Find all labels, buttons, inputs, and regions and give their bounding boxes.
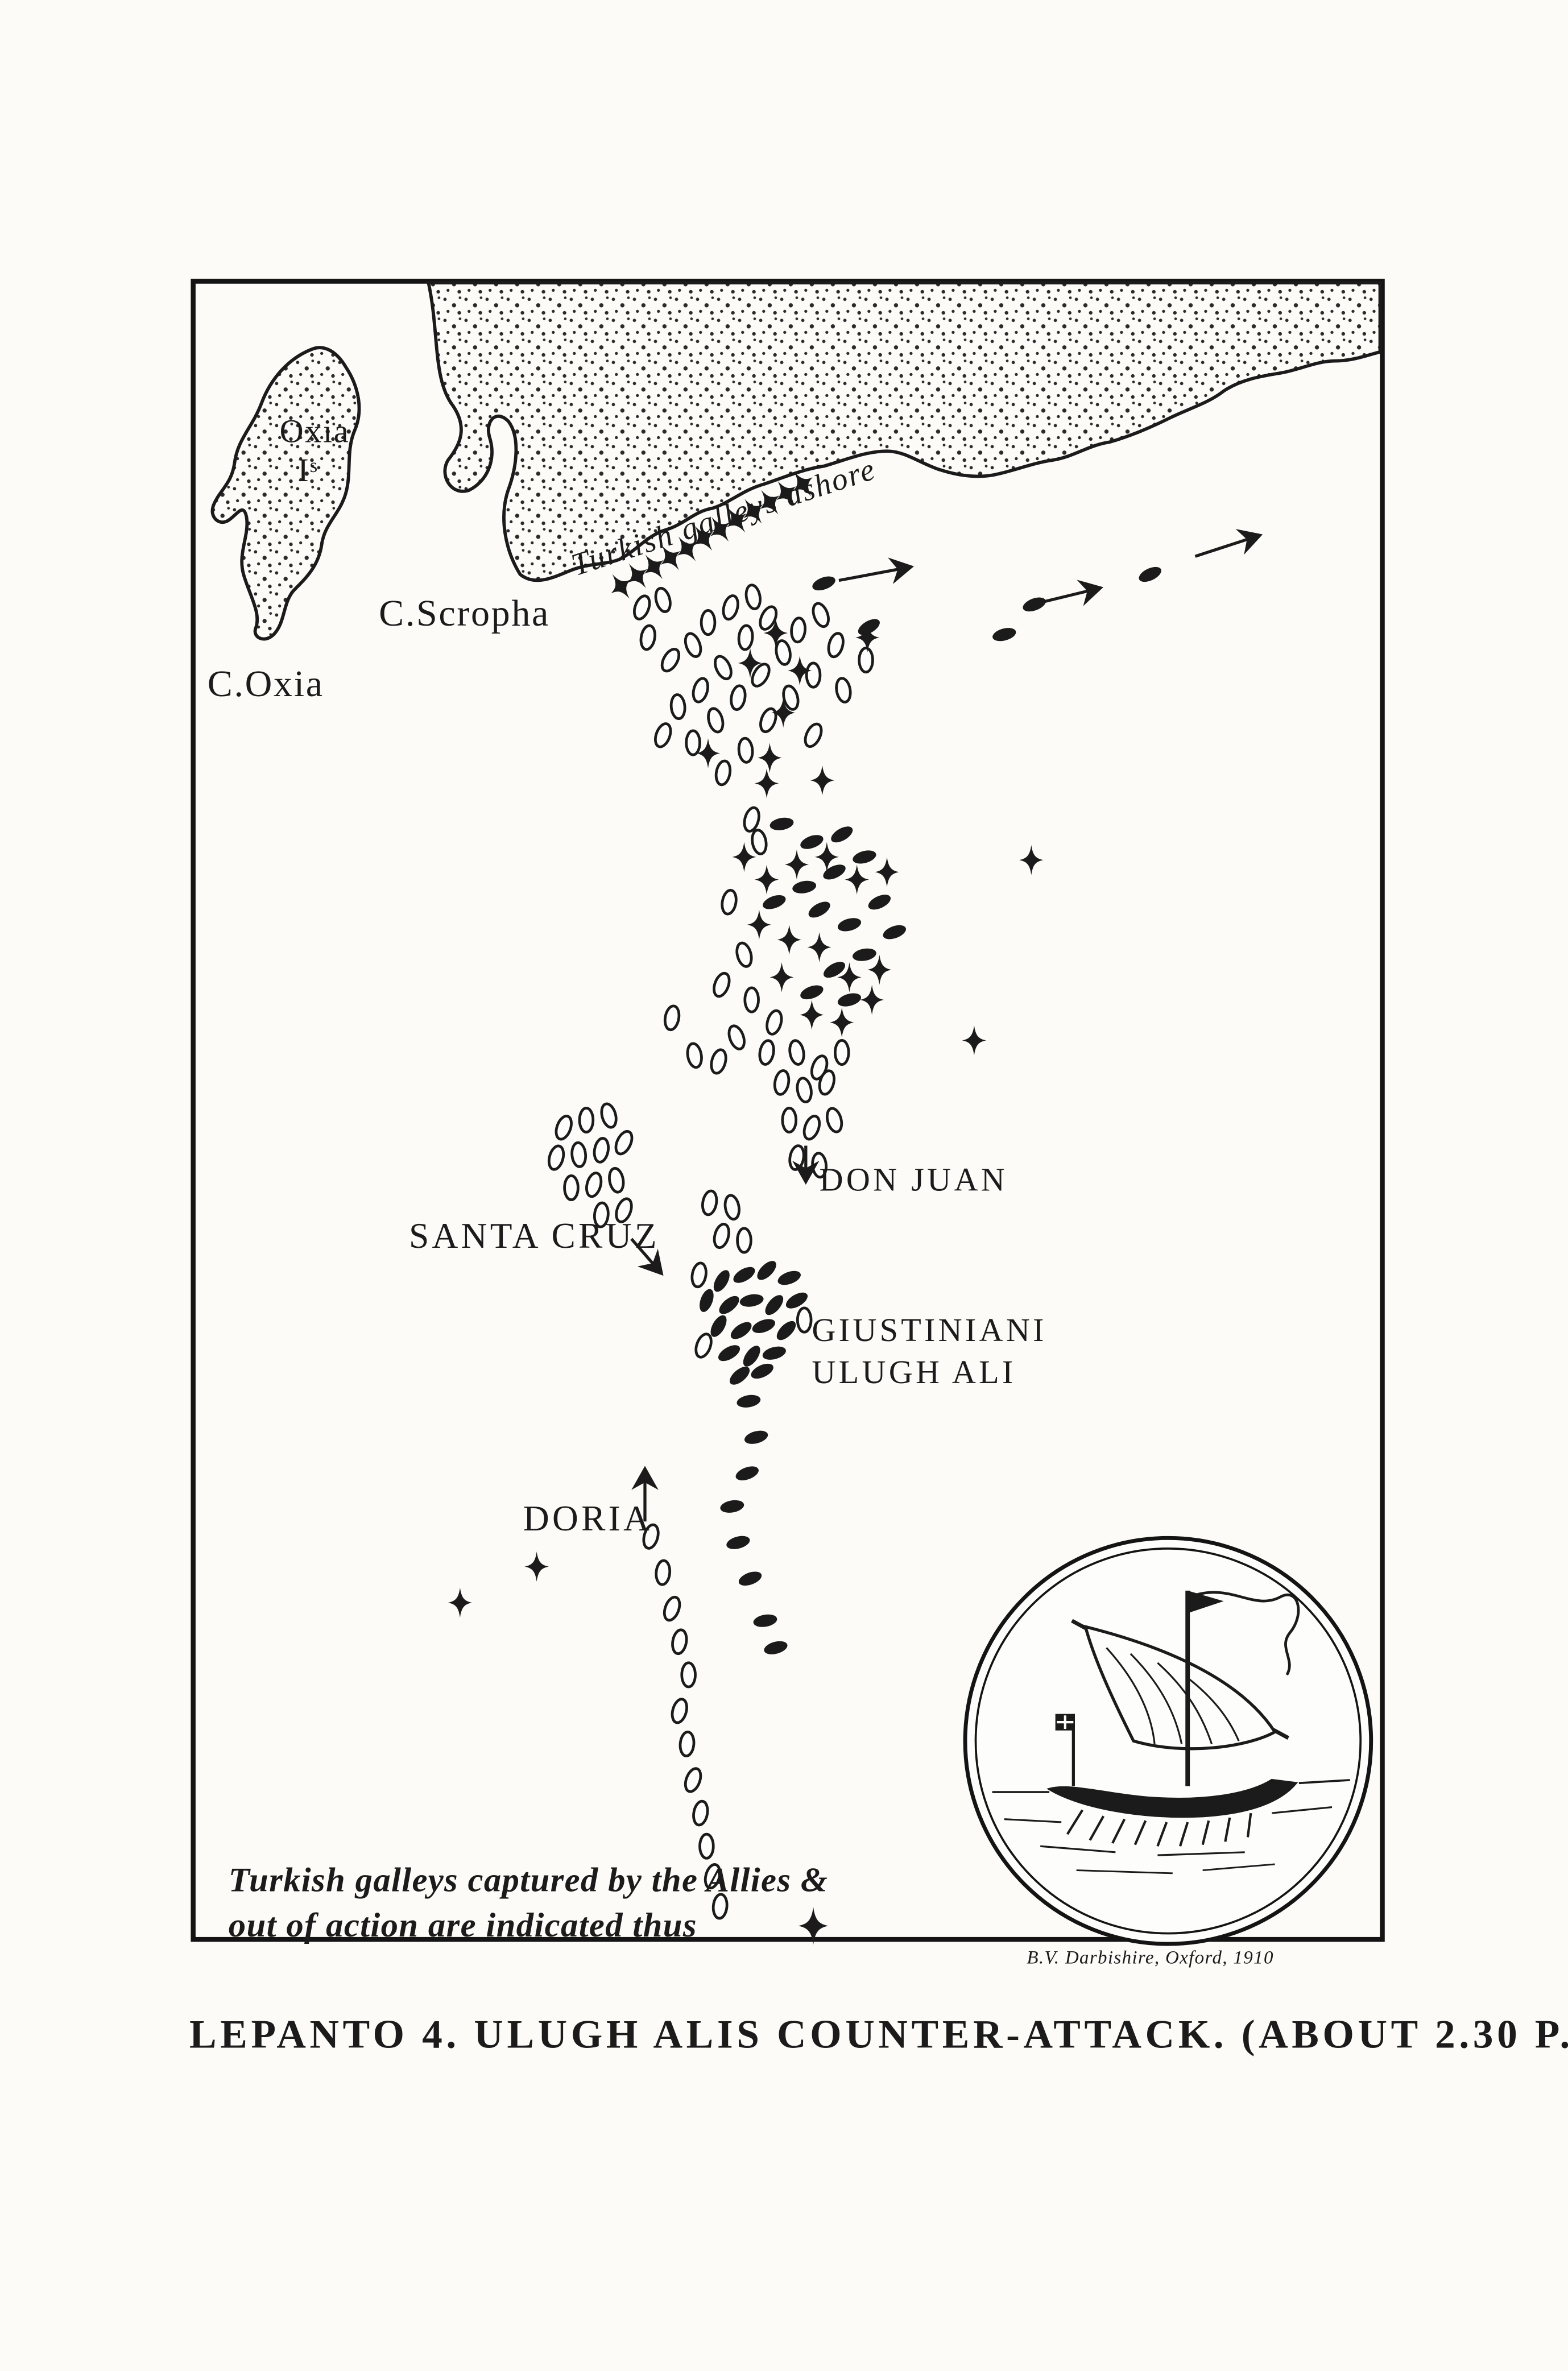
- galley-illustration: [992, 1590, 1350, 1875]
- label-doria: DORIA: [523, 1498, 652, 1538]
- galley-outline: [580, 1108, 593, 1132]
- movement-arrow: [1044, 580, 1104, 606]
- galley-outline: [670, 694, 685, 719]
- movement-arrows-layer: [630, 529, 1263, 1522]
- cartographer-signature: B.V. Darbishire, Oxford, 1910: [1027, 1947, 1273, 1968]
- label-oxia-island-is: Iˢ: [297, 452, 318, 489]
- galley-outline: [700, 1834, 713, 1858]
- movement-arrow: [838, 557, 915, 584]
- legend: Turkish galleys captured by the Allies &…: [229, 1861, 829, 1945]
- label-santa-cruz: SANTA CRUZ: [409, 1215, 660, 1256]
- galley-outline: [738, 738, 753, 763]
- galley-outline: [565, 1176, 578, 1199]
- galley-inset: [963, 1536, 1373, 1946]
- oxia-island: [210, 346, 361, 641]
- galley-outline: [783, 1108, 796, 1132]
- galley-outline: [701, 610, 715, 634]
- legend-line2: out of action are indicated thus: [229, 1906, 697, 1944]
- map-contents: Oxia Iˢ C.Scropha C.Oxia Turkish galleys…: [208, 281, 1382, 1968]
- movement-arrow: [630, 1238, 664, 1276]
- label-c-scropha: C.Scropha: [379, 593, 550, 634]
- movement-arrow: [1194, 529, 1263, 558]
- label-giustiniani: GIUSTINIANI: [812, 1311, 1046, 1348]
- galley-outline: [571, 1142, 586, 1167]
- galley-outline: [679, 1731, 694, 1756]
- galley-outline: [745, 988, 759, 1012]
- galley-outline: [738, 625, 753, 650]
- galley-outline: [655, 1560, 671, 1585]
- galley-outline: [686, 731, 700, 755]
- galley-outline: [791, 618, 806, 643]
- mainland-coastline: [426, 281, 1382, 582]
- galley-outline: [835, 1040, 849, 1064]
- label-oxia-island: Oxia: [280, 412, 350, 449]
- map-caption: LEPANTO 4. ULUGH ALIS COUNTER-ATTACK. (A…: [189, 2012, 1568, 2056]
- label-ulugh-ali: ULUGH ALI: [812, 1354, 1016, 1391]
- galley-outline: [806, 663, 820, 687]
- galley-outline: [797, 1308, 811, 1332]
- legend-line1: Turkish galleys captured by the Allies &: [229, 1861, 829, 1900]
- galley-outline: [682, 1663, 696, 1687]
- label-c-oxia: C.Oxia: [208, 663, 324, 705]
- label-don-juan: DON JUAN: [820, 1161, 1008, 1198]
- galley-outline: [738, 1228, 751, 1252]
- galley-outline: [859, 648, 873, 672]
